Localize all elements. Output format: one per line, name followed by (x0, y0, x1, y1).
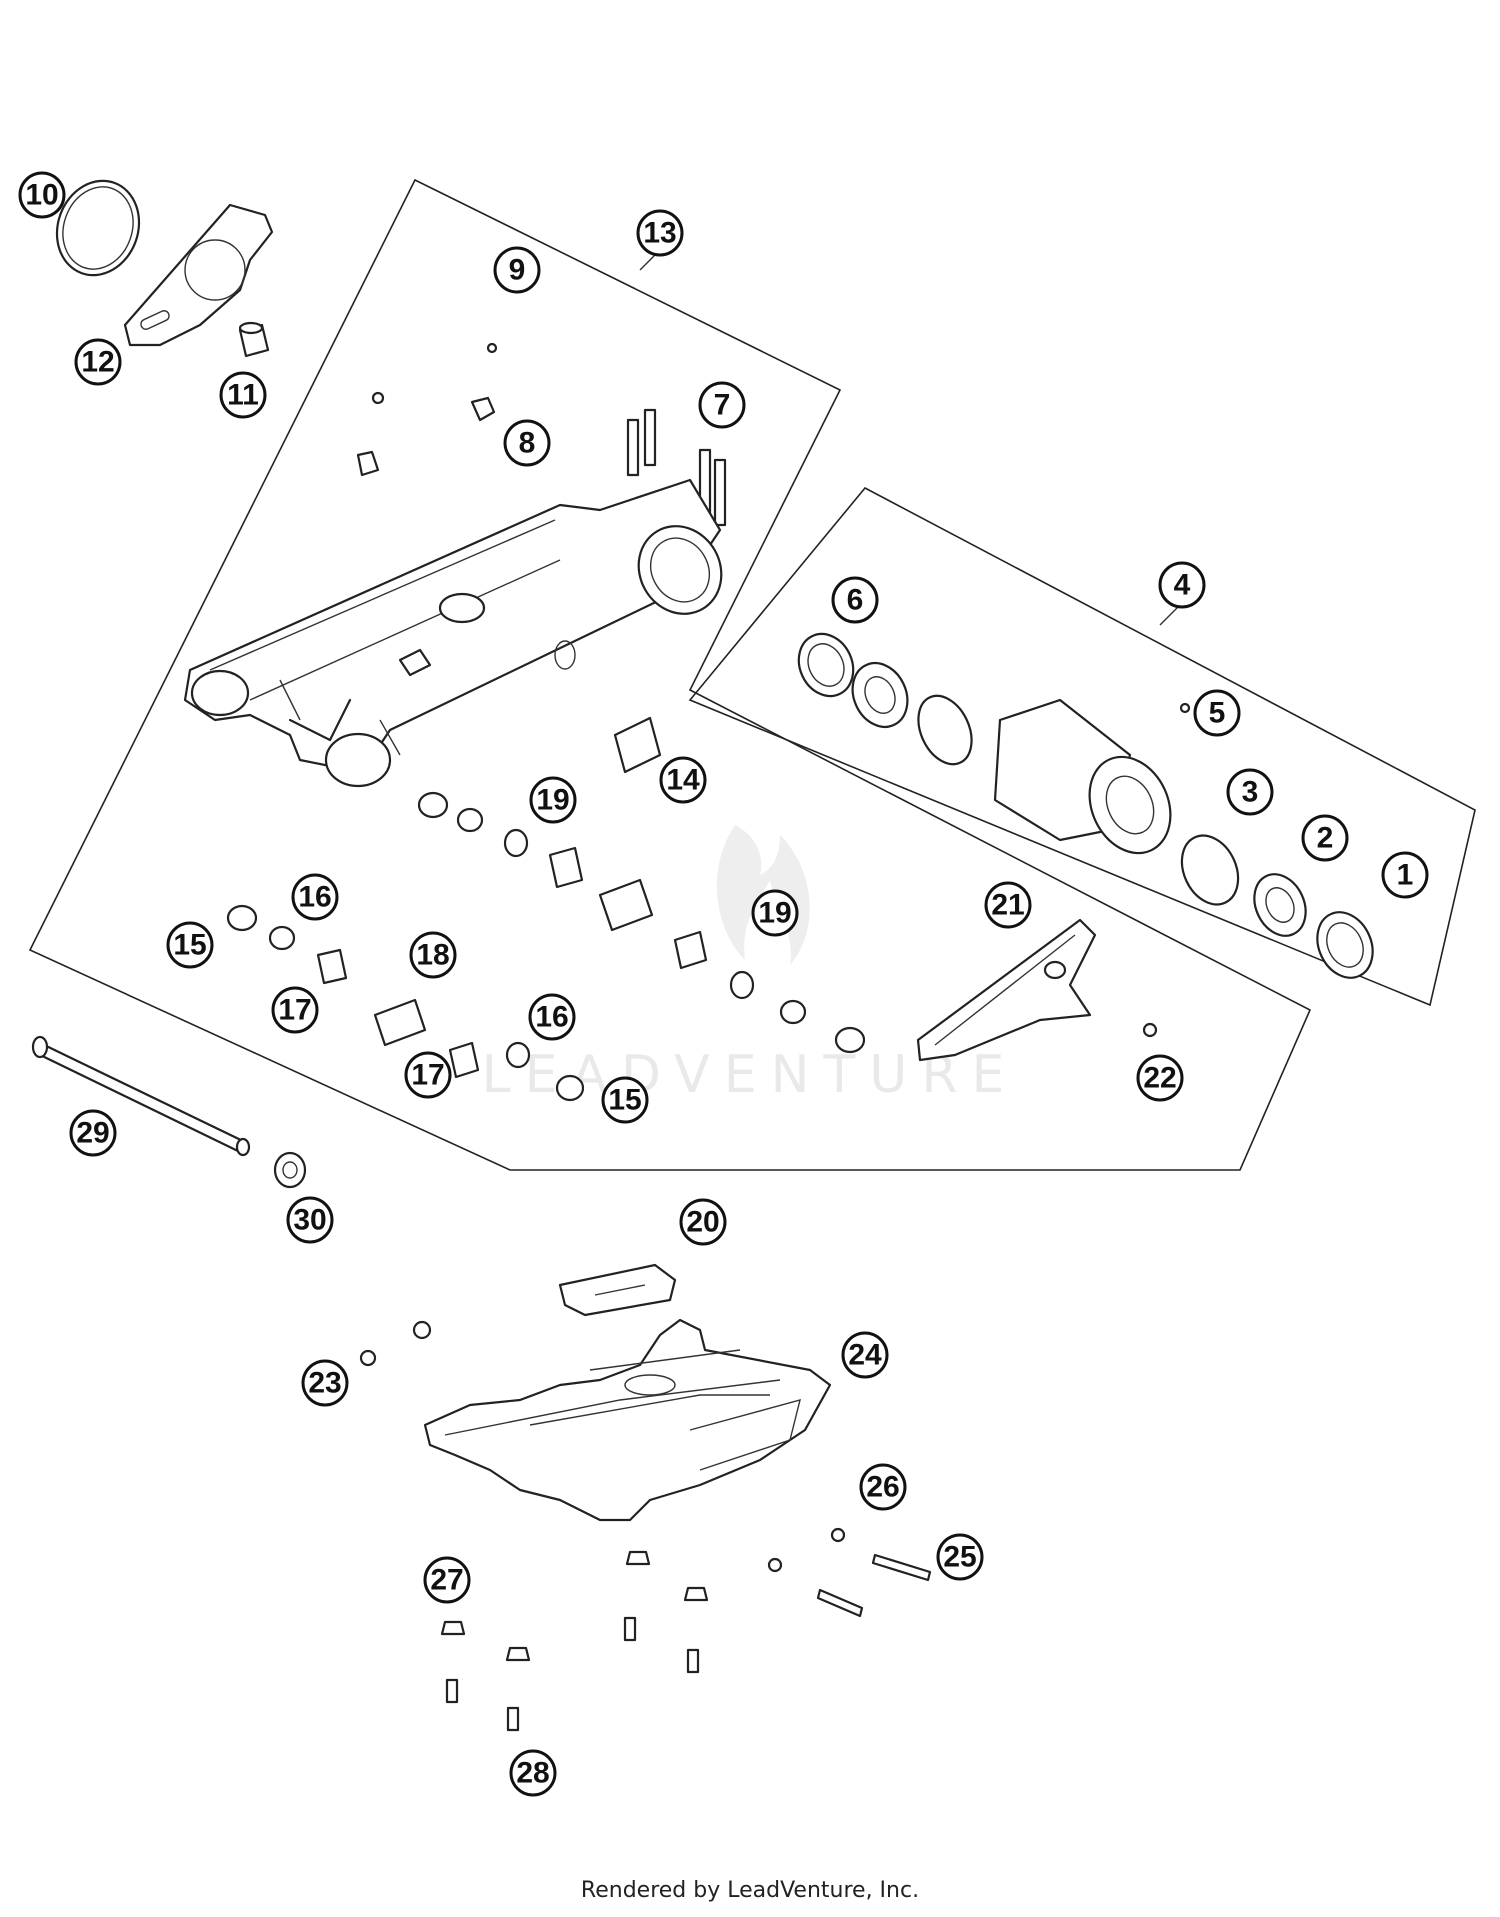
svg-text:13: 13 (643, 217, 676, 250)
callout-30: 30 (286, 1196, 334, 1244)
callout-17b: 17 (404, 1051, 452, 1099)
svg-text:2: 2 (1317, 822, 1334, 855)
svg-text:25: 25 (943, 1541, 976, 1574)
svg-text:27: 27 (430, 1564, 463, 1597)
svg-text:24: 24 (848, 1339, 882, 1372)
guard-plate-part (123, 203, 274, 347)
svg-text:30: 30 (293, 1204, 326, 1237)
callout-25: 25 (936, 1533, 984, 1581)
callout-1: 1 (1381, 851, 1429, 899)
svg-text:16: 16 (535, 1001, 568, 1034)
callout-3: 3 (1226, 768, 1274, 816)
callout-19a: 19 (529, 776, 577, 824)
swingarm-part (183, 478, 723, 788)
svg-text:12: 12 (81, 346, 114, 379)
svg-text:22: 22 (1143, 1062, 1176, 1095)
callout-26: 26 (859, 1463, 907, 1511)
callout-2: 2 (1301, 814, 1349, 862)
bearing-group-frame (688, 486, 1476, 1007)
svg-text:11: 11 (227, 379, 259, 412)
callout-18: 18 (409, 931, 457, 979)
callout-4: 4 (1158, 561, 1206, 609)
bearing-kit-parts (797, 632, 1374, 979)
callout-13: 13 (636, 209, 684, 257)
callout-20: 20 (679, 1198, 727, 1246)
callout-8: 8 (503, 419, 551, 467)
chain-slider-part (916, 918, 1097, 1062)
callout-28: 28 (509, 1749, 557, 1797)
svg-text:7: 7 (714, 389, 731, 422)
callout-16a: 16 (291, 873, 339, 921)
svg-text:23: 23 (308, 1367, 341, 1400)
svg-text:17: 17 (411, 1059, 444, 1092)
callout-17a: 17 (271, 986, 319, 1034)
callout-27: 27 (423, 1556, 471, 1604)
left-bushings (226, 904, 585, 1102)
callout-22: 22 (1136, 1054, 1184, 1102)
svg-text:17: 17 (278, 994, 311, 1027)
callout-24: 24 (841, 1331, 889, 1379)
screw-22 (1142, 1022, 1158, 1038)
footer-credit: Rendered by LeadVenture, Inc. (580, 1878, 920, 1903)
svg-text:6: 6 (847, 584, 864, 617)
svg-text:4: 4 (1174, 569, 1191, 602)
callout-19b: 19 (751, 889, 799, 937)
skid-plate-part (423, 1318, 832, 1522)
callout-21: 21 (984, 881, 1032, 929)
svg-text:8: 8 (519, 427, 536, 460)
svg-text:28: 28 (516, 1757, 549, 1790)
callout-7: 7 (698, 381, 746, 429)
svg-text:19: 19 (536, 784, 569, 817)
callout-16b: 16 (528, 993, 576, 1041)
svg-text:3: 3 (1242, 776, 1259, 809)
svg-text:21: 21 (991, 889, 1024, 922)
svg-text:19: 19 (758, 897, 791, 930)
svg-text:20: 20 (686, 1206, 719, 1239)
rubber-pad-part (558, 1263, 677, 1317)
bushing-part-11 (238, 321, 270, 358)
svg-text:9: 9 (509, 254, 526, 287)
svg-text:26: 26 (866, 1471, 899, 1504)
callout-15a: 15 (166, 921, 214, 969)
svg-text:16: 16 (298, 881, 331, 914)
callout-29: 29 (69, 1109, 117, 1157)
circlip-part (55, 179, 141, 277)
callout-12: 12 (74, 338, 122, 386)
svg-text:14: 14 (666, 764, 700, 797)
bolts-25 (767, 1527, 932, 1618)
label-sticker-part (613, 716, 662, 774)
callout-14: 14 (659, 756, 707, 804)
svg-text:15: 15 (608, 1084, 641, 1117)
swingarm-group-frame (28, 178, 1312, 1171)
nuts-23 (359, 1320, 432, 1367)
callout-5: 5 (1193, 689, 1241, 737)
axle-nut-part (273, 1151, 307, 1189)
svg-text:15: 15 (173, 929, 206, 962)
callout-15b: 15 (601, 1076, 649, 1124)
svg-text:18: 18 (416, 939, 449, 972)
svg-text:5: 5 (1209, 697, 1226, 730)
callout-6: 6 (831, 576, 879, 624)
callout-11: 11 (219, 371, 267, 419)
callout-10: 10 (18, 171, 66, 219)
bearing-row-parts (417, 791, 866, 1054)
callout-23: 23 (301, 1359, 349, 1407)
fasteners-27-28 (440, 1550, 709, 1732)
svg-text:10: 10 (25, 179, 58, 212)
callout-9: 9 (493, 246, 541, 294)
svg-text:1: 1 (1397, 859, 1414, 892)
swingarm-axle-part (31, 1035, 251, 1157)
small-screws (356, 342, 498, 477)
svg-text:29: 29 (76, 1117, 109, 1150)
